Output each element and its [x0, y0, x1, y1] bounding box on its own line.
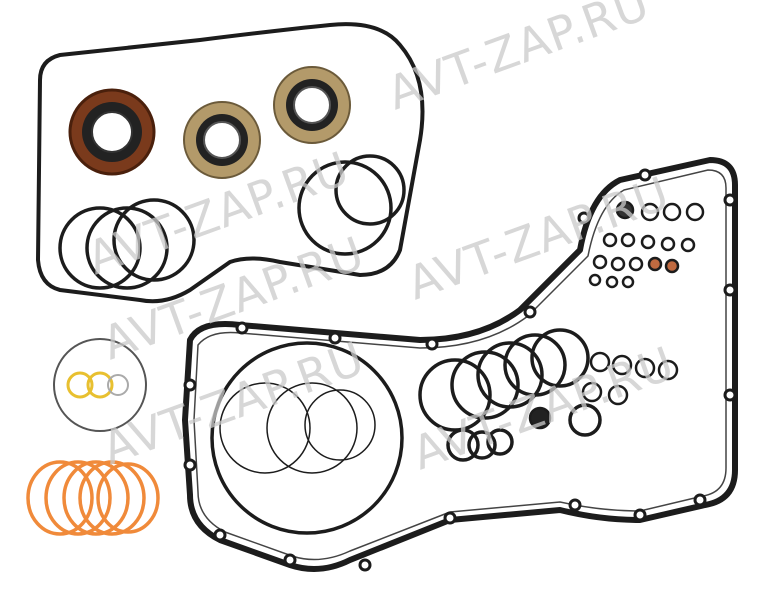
watermark: AVT-ZAP.RU AVT-ZAP.RU AVT-ZAP.RU AVT-ZAP…: [80, 0, 681, 480]
oil-seals: [68, 66, 351, 179]
o-rings: [58, 154, 602, 535]
svg-text:AVT-ZAP.RU: AVT-ZAP.RU: [380, 0, 656, 120]
pan-gasket: [182, 157, 738, 572]
svg-text:AVT-ZAP.RU: AVT-ZAP.RU: [405, 336, 681, 481]
teflon-rings: [26, 460, 160, 536]
cover-gasket: [36, 22, 425, 304]
small-seals: [528, 200, 705, 430]
bolt-holes: [183, 168, 737, 572]
snap-rings: [53, 338, 147, 432]
